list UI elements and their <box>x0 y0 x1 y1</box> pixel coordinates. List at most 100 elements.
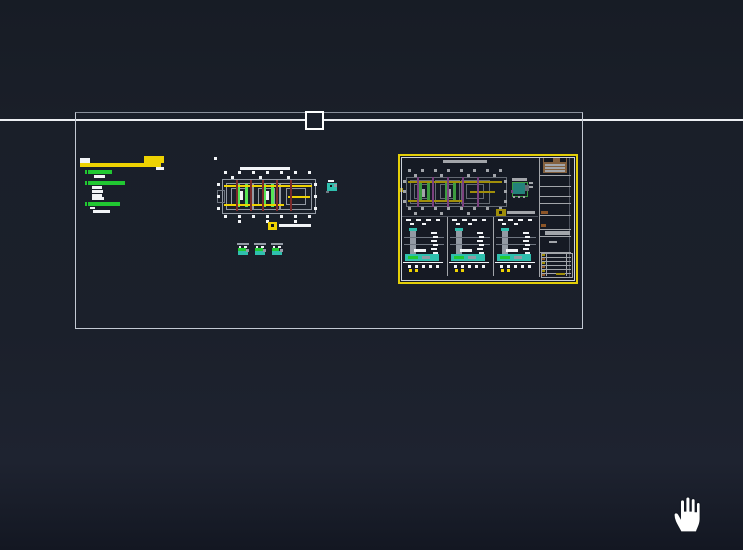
note-bar <box>85 181 87 185</box>
note-bar <box>92 194 102 197</box>
title-bar <box>443 160 487 163</box>
tb-row <box>539 215 571 216</box>
dim-dash <box>525 236 530 238</box>
column <box>245 184 248 207</box>
dim-dot <box>266 215 269 218</box>
tb-dash <box>549 241 557 243</box>
divider <box>447 217 448 276</box>
tb-row <box>539 186 571 187</box>
fig-teal <box>238 251 248 255</box>
fig-top <box>254 243 266 245</box>
dim-dot <box>266 171 269 174</box>
tb-table-row <box>541 261 571 262</box>
beam <box>224 185 312 187</box>
divider <box>493 217 494 276</box>
tb-row <box>539 236 571 237</box>
legend-dot <box>499 211 502 214</box>
dim-dot <box>414 174 417 177</box>
gridline <box>236 180 238 211</box>
pier-cap <box>409 228 417 231</box>
fig-grey <box>334 184 337 187</box>
tb-logo-line <box>545 167 565 169</box>
dim-dash <box>479 244 484 246</box>
tb-cell-mark <box>542 262 545 264</box>
fig-dot <box>330 185 332 187</box>
note-bar <box>80 158 90 164</box>
dim-tick <box>508 219 513 221</box>
fig-green <box>272 248 279 251</box>
dim-dot <box>447 207 450 210</box>
dim-dot <box>421 169 424 172</box>
tb-logo-line <box>545 164 565 166</box>
dim-dot <box>252 171 255 174</box>
tb-row <box>539 203 571 204</box>
dim-tick <box>452 219 457 221</box>
dim-tick <box>482 219 486 221</box>
fig-grey <box>246 249 249 252</box>
dim-dot <box>217 195 220 198</box>
viewport-border[interactable] <box>75 112 583 329</box>
dim-tick <box>468 223 472 225</box>
note-bar <box>85 170 87 174</box>
dim-tick <box>416 219 421 221</box>
dim-dot <box>482 265 485 268</box>
dim-text <box>460 249 472 252</box>
dim-dot <box>403 180 406 183</box>
dim-dot <box>429 265 432 268</box>
note-bar <box>80 163 161 167</box>
tb-logo-block <box>544 158 553 162</box>
dim-dot <box>294 220 297 223</box>
note-bar <box>92 197 104 200</box>
dim-dot <box>308 171 311 174</box>
dim-dot <box>521 265 524 268</box>
selection-grip[interactable] <box>305 111 324 130</box>
pier-cap <box>455 228 463 231</box>
dim-tick <box>422 223 426 225</box>
legend-bar <box>279 224 311 227</box>
grade-line <box>496 244 536 245</box>
drawing-sheet-inner-border <box>401 157 575 281</box>
beam <box>408 200 463 202</box>
pier-cap <box>501 228 509 231</box>
fig-dot <box>256 246 258 248</box>
dim-dot <box>440 212 443 215</box>
dim-dash <box>433 252 438 254</box>
grade-line <box>450 244 490 245</box>
dim-dot <box>504 180 507 183</box>
legend-dot <box>271 224 274 227</box>
marker-dot <box>409 269 412 272</box>
dim-dot <box>238 220 241 223</box>
tb-table-col <box>566 253 567 276</box>
note-bar <box>144 156 164 163</box>
infill <box>422 189 425 197</box>
tb-row <box>539 229 571 230</box>
marker-dot <box>501 269 504 272</box>
dim-dash <box>431 232 437 234</box>
tb-row <box>539 196 571 197</box>
dim-dot <box>408 207 411 210</box>
fig-dot <box>273 246 275 248</box>
fig-teal <box>272 251 282 255</box>
dim-dot <box>224 171 227 174</box>
footing-hatch <box>468 256 476 259</box>
tb-logo-block <box>560 158 566 162</box>
dim-tick <box>528 219 532 221</box>
pier <box>410 231 416 256</box>
dim-dash <box>431 248 437 250</box>
dim-dot <box>499 169 502 172</box>
dim-dash <box>525 252 530 254</box>
dim-tick <box>502 223 506 225</box>
tb-cell-mark <box>542 274 545 276</box>
